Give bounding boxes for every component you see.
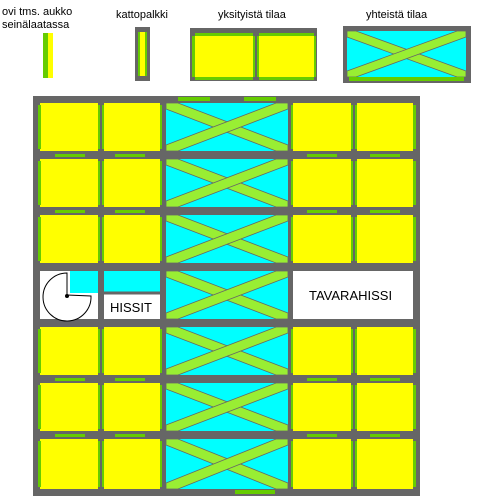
wall-openings <box>38 97 416 494</box>
legend-private-swatch <box>190 28 317 81</box>
legend-beam-swatch <box>135 27 150 81</box>
legend-opening-label: ovi tms. aukko seinälaatassa <box>2 6 73 31</box>
legend-beam-label: kattopalkki <box>116 9 168 21</box>
legend-opening-swatch <box>43 33 53 78</box>
private-rooms-left-top <box>40 103 160 263</box>
legend-private-label: yksityistä tilaa <box>218 9 286 21</box>
elevators-label: HISSIT <box>110 300 152 315</box>
legend-common-label: yhteistä tilaa <box>366 9 428 21</box>
freight-elevator-area <box>293 271 413 319</box>
common-corridor <box>165 102 289 490</box>
elevator-area <box>40 271 160 322</box>
legend-common-swatch <box>343 26 471 83</box>
freight-elevator-label: TAVARAHISSI <box>309 288 393 303</box>
private-rooms-right-bottom <box>293 327 413 489</box>
private-rooms-left-bottom <box>40 327 160 489</box>
private-rooms-right-top <box>293 103 413 263</box>
